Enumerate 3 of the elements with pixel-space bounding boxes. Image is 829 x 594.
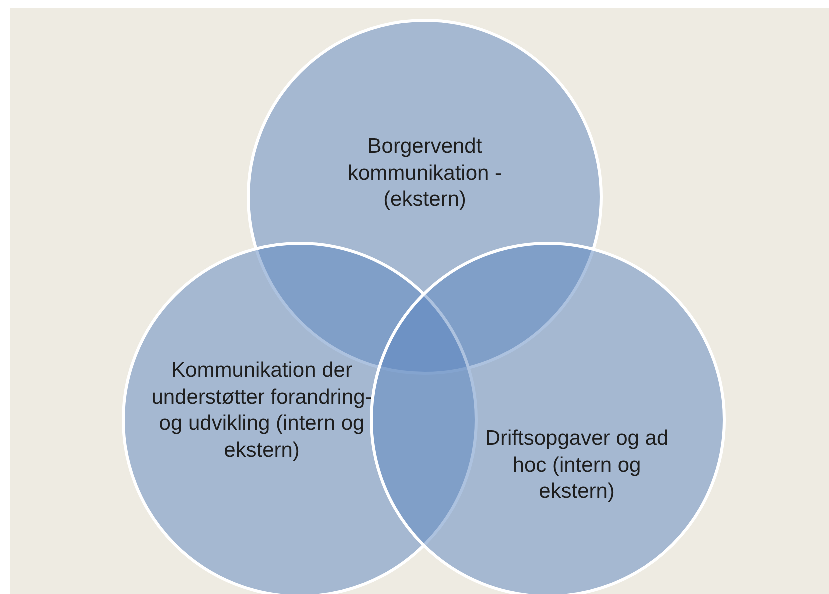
circle-label: Borgervendt kommunikation - (ekstern) xyxy=(346,134,504,214)
circle-label: Driftsopgaver og ad hoc (intern og ekstern) xyxy=(485,426,669,506)
circle-label: Kommunikation der understøtter forandring- og udvikling (intern og ekstern) xyxy=(150,358,374,464)
